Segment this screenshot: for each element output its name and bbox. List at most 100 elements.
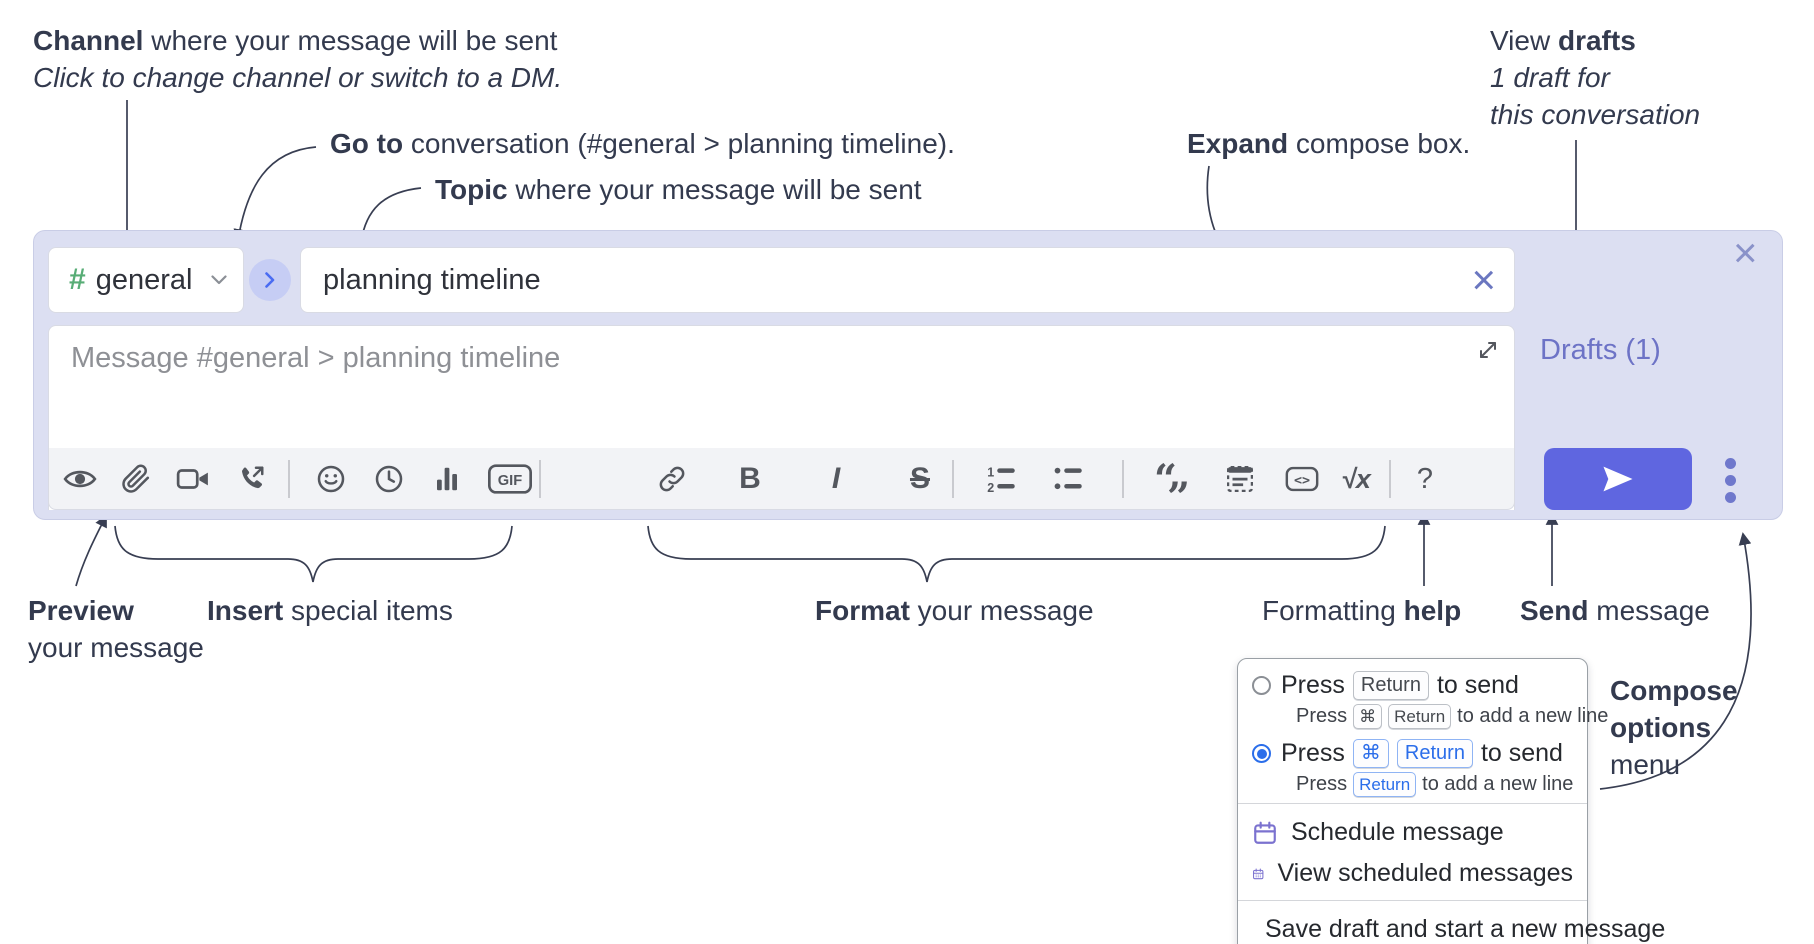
toolbar-separator [952,460,954,498]
svg-text:1: 1 [987,466,994,480]
bulleted-list-button[interactable] [1046,457,1090,501]
add-global-time-button[interactable] [367,457,411,501]
kebab-dot [1724,457,1736,469]
code-icon: <> [1285,466,1319,492]
formatting-help-annotation: Formatting help [1262,595,1462,626]
eye-icon [63,470,97,488]
clock-icon [375,465,403,493]
strikethrough-button[interactable]: S [898,457,942,501]
format-annotation: Format your message [815,595,1094,626]
question-mark-icon: ? [1416,463,1434,495]
menu-divider [1238,803,1587,804]
toolbar-separator [1122,460,1124,498]
menu-item-schedule-message[interactable]: Schedule message [1252,812,1573,853]
bulleted-list-icon [1054,467,1082,490]
paperclip-icon [122,464,150,493]
preview-annotation: Preview [28,595,134,626]
italic-icon: I [831,462,841,495]
kbd-return: Return [1352,671,1429,700]
expand-annotation: Expand compose box. [1187,128,1471,159]
topic-input-box: × [300,247,1515,313]
kbd-return: Return [1353,772,1417,797]
attach-file-button[interactable] [114,457,158,501]
send-icon [1603,466,1633,492]
math-button[interactable]: √x [1334,457,1378,501]
code-button[interactable]: <> [1280,457,1324,501]
radio-unselected-icon[interactable] [1252,676,1271,695]
kbd-cmd: ⌘ [1353,704,1383,729]
channel-annotation: Channel where your message will be sent [33,25,558,56]
formatting-help-button[interactable]: ? [1403,457,1447,501]
svg-text:<>: <> [1294,473,1310,488]
view-drafts-annotation-line2: 1 draft for [1490,62,1610,93]
channel-annotation-line2: Click to change channel or switch to a D… [33,62,563,93]
view-drafts-annotation-line3: this conversation [1490,99,1701,130]
svg-text:2: 2 [987,481,994,494]
svg-text:GIF: GIF [498,473,522,489]
chevron-right-icon [265,272,275,288]
goto-annotation: Go to conversation (#general > planning … [330,128,955,159]
add-voice-call-button[interactable] [229,457,273,501]
spoiler-button[interactable] [1218,457,1262,501]
preview-annotation-line2: your message [28,632,204,663]
topic-clear-icon[interactable]: × [1471,256,1496,303]
kebab-dot [1724,491,1736,503]
topic-annotation: Topic where your message will be sent [435,174,922,205]
channel-name: general [95,263,193,296]
gif-icon: GIF [488,464,532,494]
drafts-link[interactable]: Drafts (1) [1540,334,1661,366]
kbd-cmd: ⌘ [1352,739,1389,768]
compose-options-button[interactable] [1712,456,1748,504]
send-button[interactable] [1544,448,1692,510]
insert-annotation: Insert special items [207,595,453,626]
toolbar-separator [539,460,541,498]
compose-toolbar [48,448,1515,510]
chevron-down-icon [211,275,227,285]
topic-input[interactable] [301,263,1454,297]
view-drafts-annotation: View drafts [1490,25,1636,56]
radio-selected-icon[interactable] [1252,744,1271,763]
expand-diagonal-icon [1480,342,1496,358]
quote-button[interactable]: “” [1150,456,1194,521]
kebab-dot [1724,474,1736,486]
add-gif-button[interactable]: GIF [484,457,536,501]
channel-hash-icon: # [69,263,86,296]
calendar-icon [1254,821,1276,844]
menu-divider [1238,900,1587,901]
message-textarea[interactable] [69,340,1453,444]
kbd-return: Return [1388,704,1452,729]
add-video-call-button[interactable] [171,457,215,501]
compose-options-annotation: Compose [1610,675,1738,706]
bold-button[interactable]: B [728,457,772,501]
video-camera-icon [176,469,208,489]
spoiler-icon [1227,466,1253,492]
toolbar-separator [1389,460,1391,498]
add-emoji-button[interactable] [309,457,353,501]
bar-chart-icon [437,467,457,491]
quote-icon: “” [1154,456,1190,521]
bold-icon: B [739,462,761,495]
menu-item-view-scheduled[interactable]: View scheduled messages [1252,853,1573,894]
menu-item-save-draft[interactable]: Save draft and start a new message [1252,909,1665,944]
preview-button[interactable] [58,457,102,501]
send-annotation: Send message [1520,595,1710,626]
channel-selector[interactable]: # general [48,247,244,313]
link-icon [659,466,685,492]
kbd-return: Return [1396,739,1473,768]
close-compose-icon[interactable]: × [1733,229,1758,276]
phone-call-icon [242,466,264,489]
numbered-list-icon: 12 [987,466,1015,494]
add-poll-button[interactable] [425,457,469,501]
expand-compose-icon[interactable] [1474,336,1502,364]
italic-button[interactable]: I [814,457,858,501]
compose-options-annotation-line3: menu [1610,749,1681,780]
go-to-conversation-button[interactable] [249,259,291,301]
link-button[interactable] [650,457,694,501]
smiley-icon [317,465,345,493]
